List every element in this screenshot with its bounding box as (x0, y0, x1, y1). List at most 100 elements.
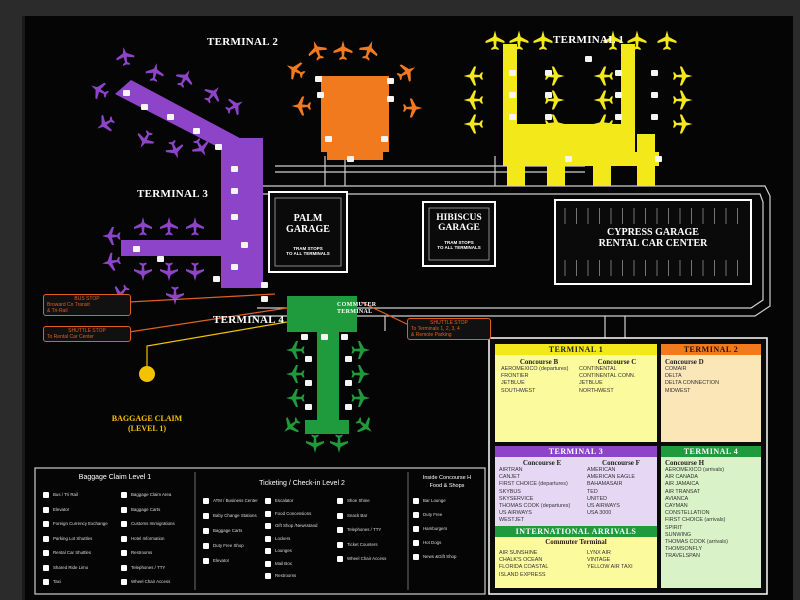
legend-item: Duty Free (413, 512, 442, 518)
legend-symbol-icon (337, 527, 343, 533)
gate-marker (651, 114, 658, 120)
airline-entry: UNITED (587, 495, 608, 502)
airplane-icon (286, 389, 305, 407)
airline-entry: SUNWING (665, 531, 692, 538)
legend-symbol-icon (121, 564, 127, 571)
legend-item: Baby Change Stations (203, 513, 257, 519)
terminal-shuttle-callout: SHUTTLE STOP To Terminals 1, 2, 3, 4 & R… (407, 318, 491, 340)
commuter-terminal-label: COMMUTER TERMINAL (337, 302, 377, 315)
legend-item: Elevator (203, 558, 229, 564)
legend-symbol-icon (203, 528, 209, 534)
legend-item: Parking Lot Shuttles (43, 535, 92, 542)
legend-item: Ticket Counters (337, 541, 378, 548)
airline-entry: THOMSONFLY (665, 546, 703, 553)
airline-entry: AMERICAN EAGLE (587, 474, 635, 481)
gate-marker (123, 90, 130, 96)
terminal-2-building (321, 76, 389, 160)
terminal-4-directory: TERMINAL 4 Concourse H AEROMEXICO (arriv… (661, 446, 761, 588)
airline-entry: THOMAS COOK (arrivals) (665, 539, 728, 546)
gate-marker (615, 92, 622, 98)
legend-item: Restrooms (265, 573, 296, 579)
airline-entry: JETBLUE (501, 380, 525, 387)
legend-symbol-icon (337, 556, 343, 562)
airline-entry: FIRST CHOICE (arrivals) (665, 517, 726, 524)
legend-item: Baggage Carts (121, 506, 160, 513)
gate-marker (193, 128, 200, 134)
gate-marker (545, 70, 552, 76)
airplane-icon (186, 262, 204, 281)
legend-symbol-icon (43, 521, 49, 527)
legend-symbol-icon (203, 513, 209, 519)
legend-symbol-icon (43, 506, 49, 513)
airline-entry: ISLAND EXPRESS (499, 571, 546, 578)
airline-entry: BAHAMASAIR (587, 481, 623, 488)
international-arrivals-title: INTERNATIONAL ARRIVALS (495, 526, 657, 537)
gate-marker (321, 334, 328, 340)
airplane-icon (100, 251, 122, 273)
legend-item: Snack Bar (337, 512, 367, 519)
gate-marker (509, 92, 516, 98)
terminal-2-label: TERMINAL 2 (207, 36, 279, 48)
airplane-icon (393, 59, 420, 86)
terminal-4-label: TERMINAL 4 (213, 314, 285, 326)
airplane-icon (92, 111, 118, 137)
concourse-f-title: Concourse F (602, 459, 640, 467)
gate-marker (231, 264, 238, 270)
airplane-icon (463, 66, 483, 86)
airline-entry: NORTHWEST (579, 387, 614, 394)
gate-marker (387, 78, 394, 84)
legend-symbol-icon (265, 498, 271, 504)
roadway (250, 156, 771, 346)
airplane-icon (286, 341, 305, 359)
airline-entry: DELTA CONNECTION (665, 380, 720, 387)
gate-marker (585, 56, 592, 62)
gate-marker (315, 76, 322, 82)
airline-entry: SPIRIT (665, 524, 683, 531)
airport-directory-board: TERMINAL 2 TERMINAL 1 TERMINAL 3 TERMINA… (22, 16, 793, 600)
airplane-icon (304, 37, 330, 63)
legend-item: Lockers (265, 535, 290, 542)
airplane-icon (86, 77, 112, 103)
airplane-icon (403, 98, 423, 118)
gate-marker (509, 70, 516, 76)
legend-symbol-icon (43, 564, 49, 571)
airplane-icon (166, 286, 184, 305)
gate-marker (261, 296, 268, 302)
gate-marker (157, 256, 164, 262)
legend-symbol-icon (121, 579, 127, 585)
legend-symbol-icon (121, 535, 127, 542)
legend-item: Food Concessions (265, 510, 311, 517)
gate-marker (213, 276, 220, 282)
legend-symbol-icon (265, 573, 271, 579)
airplane-icon (351, 365, 370, 383)
gate-marker (655, 156, 662, 162)
legend-item: Mail Box (265, 560, 292, 567)
terminal-1-directory-title: TERMINAL 1 (495, 344, 657, 355)
airplane-icon (282, 57, 309, 84)
airplane-icon (199, 81, 226, 108)
legend-frame (34, 467, 486, 595)
airplane-icon (356, 37, 382, 63)
gate-marker (141, 104, 148, 110)
legend-item: Bus / Tri Rail (43, 492, 78, 498)
airline-entry: MIDWEST (665, 387, 691, 394)
legend-item: Telephones / TTY (337, 527, 381, 533)
airline-entry: US AIRWAYS (587, 503, 620, 510)
gate-marker (167, 114, 174, 120)
airline-entry: YELLOW AIR TAXI (587, 564, 633, 571)
baggage-claim-line (146, 321, 288, 366)
airplane-icon (278, 412, 305, 439)
airplane-icon (134, 217, 152, 236)
airplane-icon (132, 127, 158, 153)
airline-entry: CONTINENTAL (579, 366, 617, 372)
gate-marker (215, 144, 222, 150)
legend-symbol-icon (413, 512, 419, 518)
airplane-icon (351, 412, 378, 439)
gate-marker (615, 70, 622, 76)
airline-entry: WESTJET (499, 517, 525, 524)
gate-marker (345, 356, 352, 362)
legend-symbol-icon (121, 550, 127, 556)
legend-item: Hot Dogs (413, 540, 441, 546)
